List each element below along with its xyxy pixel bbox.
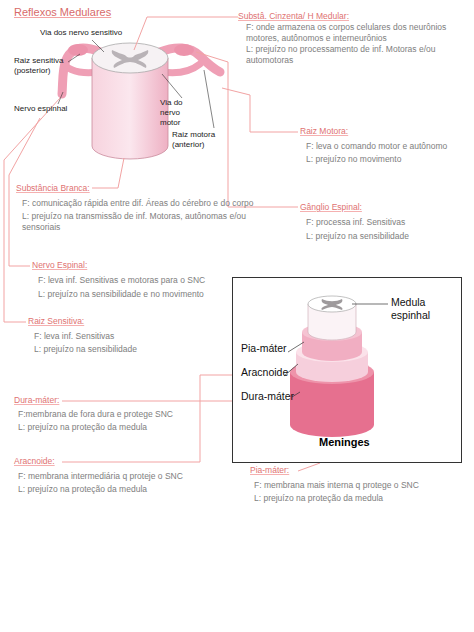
- note-heading: Gânglio Espinal:: [300, 202, 460, 213]
- note-heading: Aracnoide:: [14, 456, 62, 467]
- note-text: F: processa inf. Sensitivas: [306, 217, 466, 228]
- note-text: F: membrana mais interna q protege o SNC: [254, 480, 464, 491]
- layer-label: Dura-máter: [241, 390, 313, 403]
- layer-label: Aracnoide: [241, 366, 311, 379]
- meninges-drawing: [284, 296, 388, 437]
- layer-label: Pia-máter: [241, 342, 311, 355]
- note-text: L: prejuízo na sensibilidade: [306, 231, 466, 242]
- note-text: F:membrana de fora dura e protege SNC: [18, 409, 198, 420]
- note-heading: Dura-máter:: [14, 395, 62, 406]
- note-text: L: prejuízo na proteção da medula: [18, 484, 198, 495]
- note-heading: Pia-máter:: [250, 465, 298, 476]
- meninges-box: Medula espinhalPia-máterAracnoideDura-má…: [232, 277, 462, 463]
- note-text: F: comunicação rápida entre dif. Áreas d…: [22, 198, 282, 209]
- part-label: Via dos nervo sensitivo: [40, 28, 140, 38]
- note-text: F: leva inf. Sensitivas e motoras para o…: [38, 275, 228, 286]
- note-text: F: membrana intermediária q proteje o SN…: [18, 471, 198, 482]
- note-text: L: prejuízo na sensibilidade e no movime…: [38, 289, 228, 300]
- part-label: Raiz sensitiva (posterior): [14, 56, 70, 76]
- part-label: Via do nervo motor: [160, 98, 202, 128]
- layer-label: Medula espinhal: [391, 296, 455, 322]
- note-heading: Substâ. Cinzenta/ H Medular:: [238, 11, 466, 22]
- figure-title: Meninges: [319, 436, 370, 450]
- note-heading: Raiz Sensitiva:: [28, 316, 208, 327]
- note-text: L: prejuízo na sensibilidade: [34, 344, 214, 355]
- leader-lines: [4, 17, 320, 471]
- part-label: Nervo espinhal: [14, 104, 84, 114]
- note-text: L: prejuízo na transmissão de inf. Motor…: [22, 211, 272, 232]
- note-text: L: prejuízo no processamento de inf. Mot…: [246, 44, 468, 65]
- page-title: Reflexos Medulares: [14, 6, 111, 20]
- note-text: F: onde armazena os corpos celulares dos…: [246, 22, 468, 43]
- note-heading: Nervo Espinal:: [32, 260, 212, 271]
- note-heading: Raiz Motora:: [300, 126, 460, 137]
- note-heading: Substância Branca:: [16, 183, 216, 194]
- note-text: L: prejuízo na proteção da medula: [254, 493, 464, 504]
- note-text: L: prejuízo no movimento: [306, 154, 466, 165]
- note-text: F: leva o comando motor e autônomo: [306, 141, 466, 152]
- part-label: Raiz motora (anterior): [172, 130, 228, 150]
- note-text: L: prejuízo na proteção da medula: [18, 422, 198, 433]
- note-text: F: leva inf. Sensitivas: [34, 331, 214, 342]
